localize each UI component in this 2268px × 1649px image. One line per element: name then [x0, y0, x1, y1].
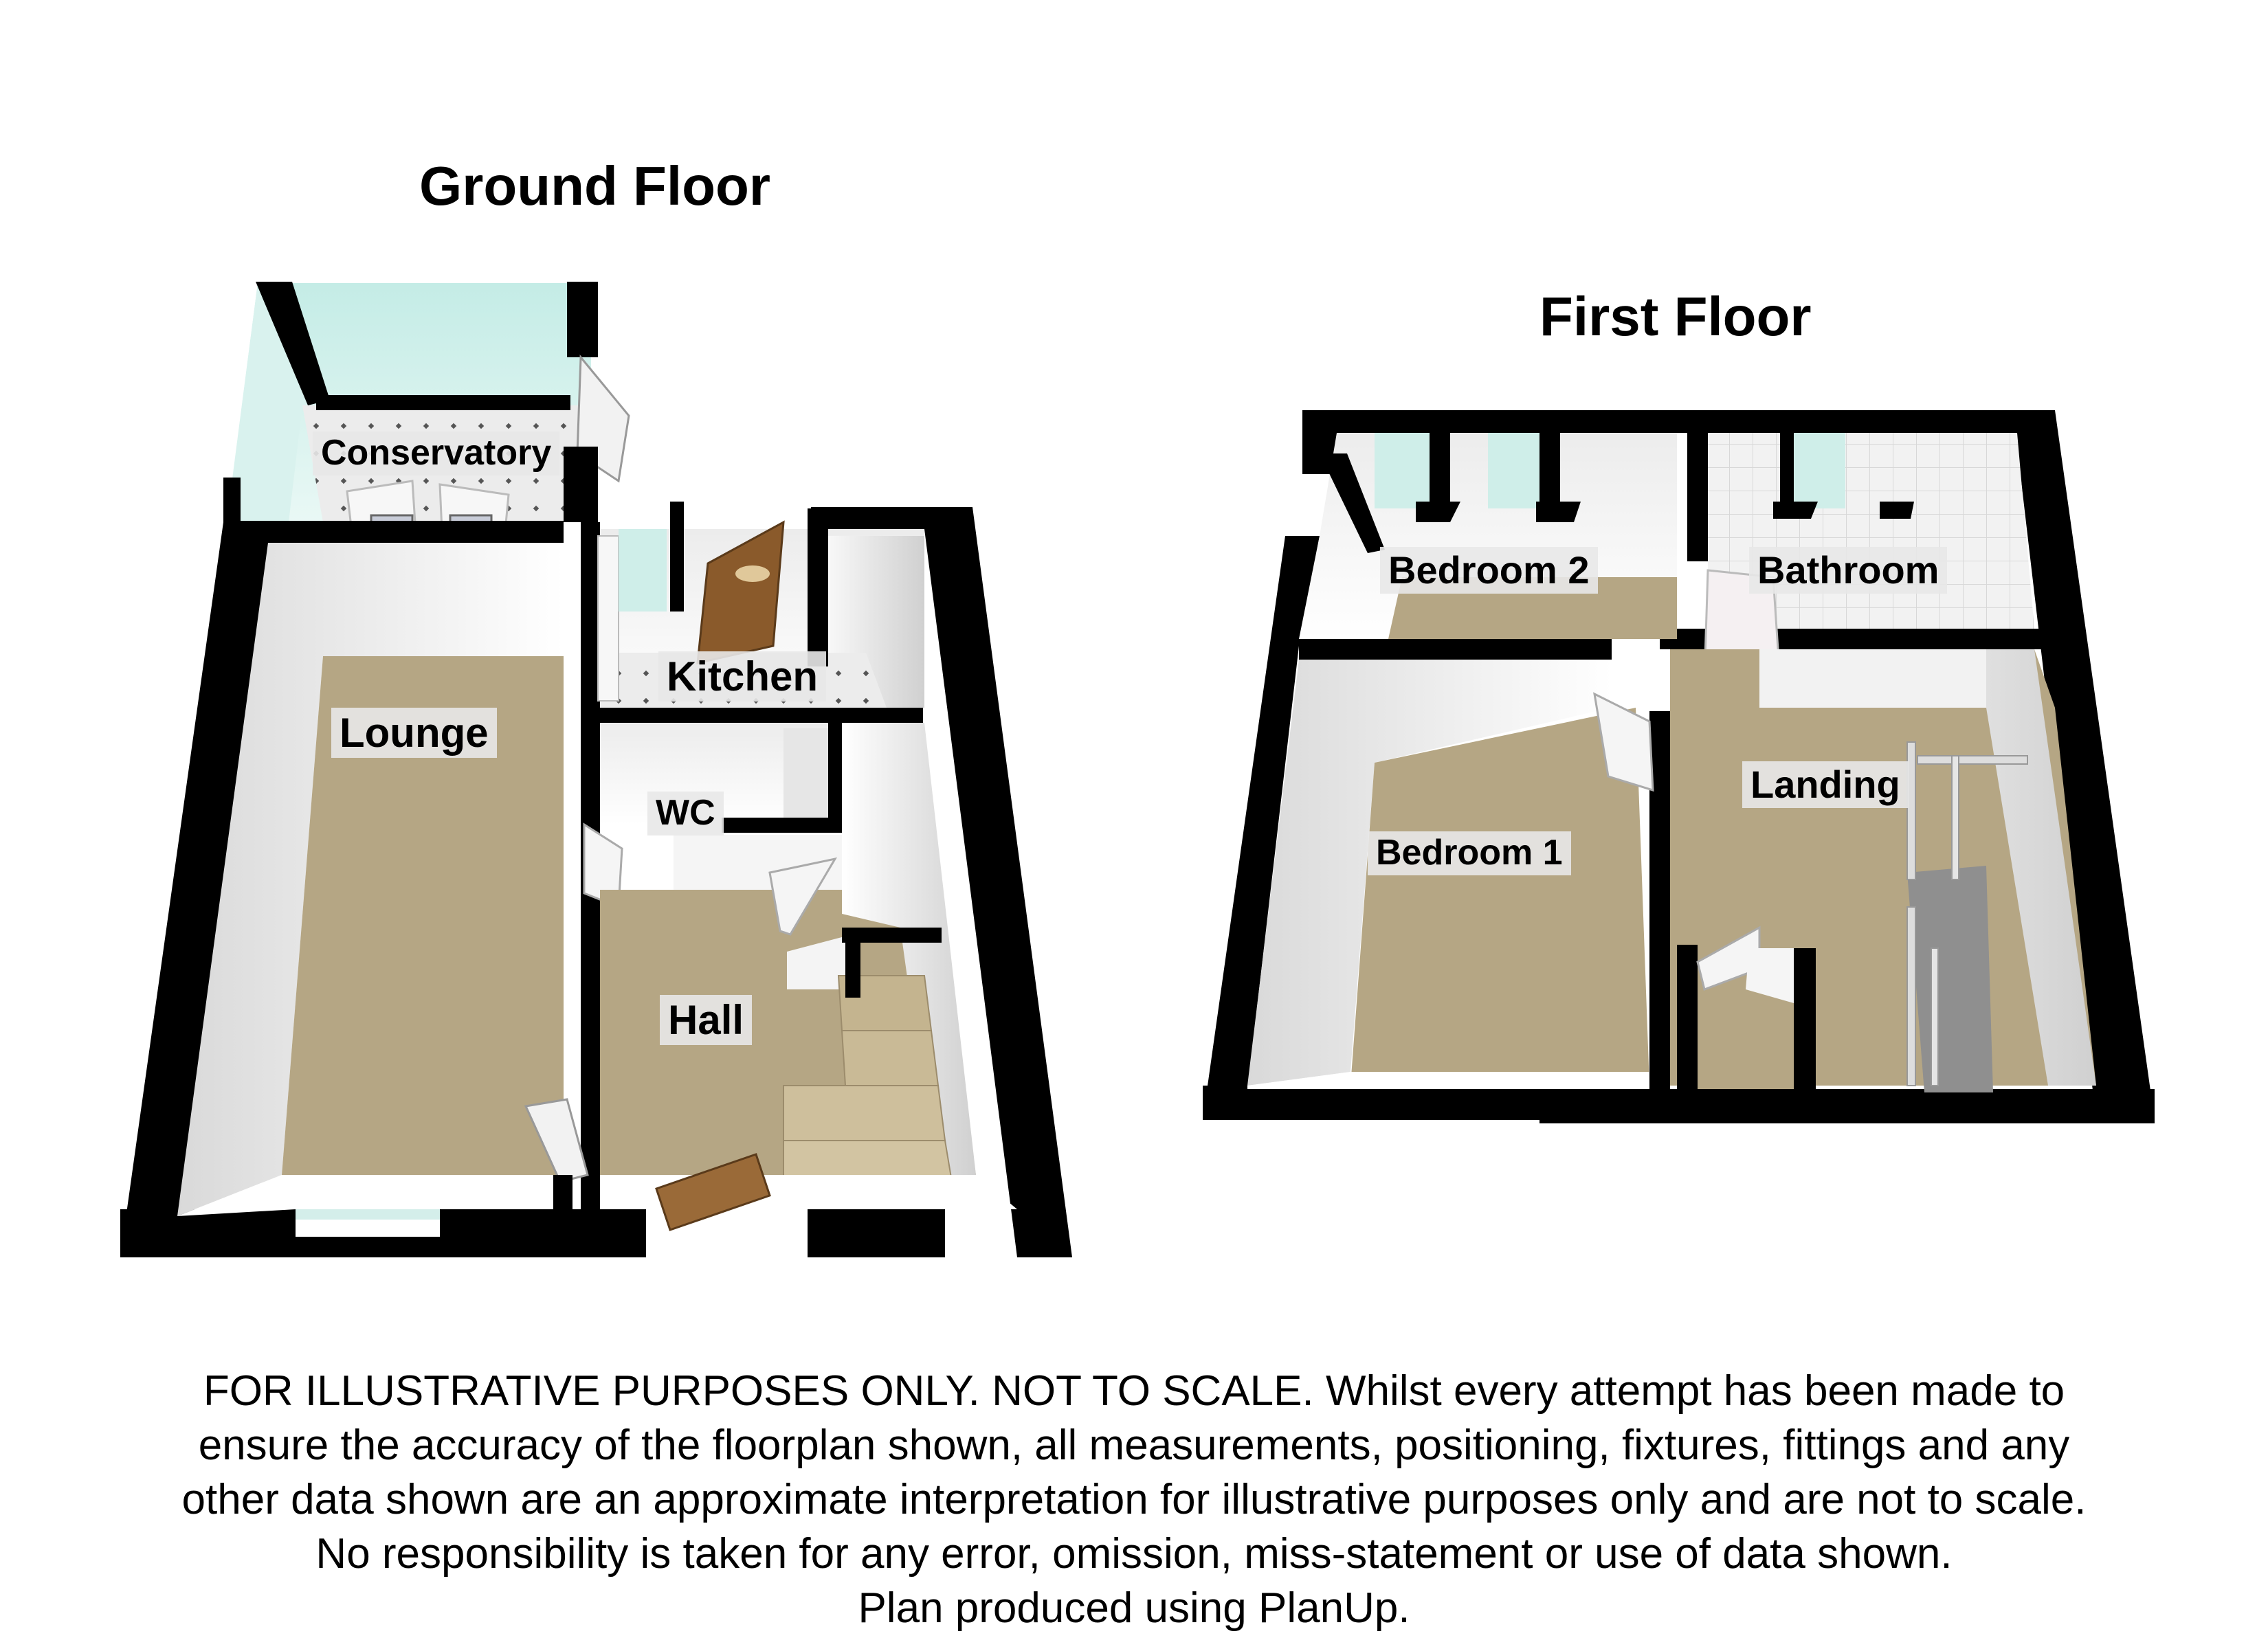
room-label-lounge: Lounge [331, 708, 497, 758]
stair-balustrade [1906, 741, 2028, 1086]
room-label-kitchen: Kitchen [658, 651, 827, 702]
hall-room [524, 723, 1017, 1231]
ground-floor-walls [120, 507, 1072, 1257]
room-label-conservatory: Conservatory [313, 431, 560, 475]
staircase [783, 928, 953, 1182]
disclaimer-line-3: other data shown are an approximate inte… [181, 1476, 2087, 1523]
disclaimer: FOR ILLUSTRATIVE PURPOSES ONLY. NOT TO S… [69, 1364, 2199, 1635]
disclaimer-line-2: ensure the accuracy of the floorplan sho… [198, 1422, 2070, 1469]
disclaimer-line-4: No responsibility is taken for any error… [315, 1530, 1953, 1578]
first-floor-title: First Floor [1539, 286, 1812, 347]
room-label-wc: WC [647, 792, 724, 835]
landing-room [1670, 649, 2096, 1092]
room-label-bathroom: Bathroom [1749, 547, 1948, 594]
disclaimer-line-1: FOR ILLUSTRATIVE PURPOSES ONLY. NOT TO S… [203, 1367, 2065, 1415]
ground-floor-plan [120, 282, 1072, 1257]
room-label-bedroom-2: Bedroom 2 [1380, 547, 1598, 594]
bedroom-1-room [1247, 660, 1654, 1089]
first-floor-plan [1203, 410, 2155, 1123]
room-label-landing: Landing [1742, 761, 1909, 809]
disclaimer-line-5: Plan produced using PlanUp. [858, 1584, 1410, 1632]
lounge-room [177, 543, 581, 1220]
bedroom-2-room [1299, 433, 1677, 639]
first-floor-walls [1203, 410, 2155, 1123]
room-label-bedroom-1: Bedroom 1 [1368, 831, 1571, 875]
room-label-hall: Hall [660, 995, 753, 1045]
ground-floor-title: Ground Floor [419, 155, 771, 216]
